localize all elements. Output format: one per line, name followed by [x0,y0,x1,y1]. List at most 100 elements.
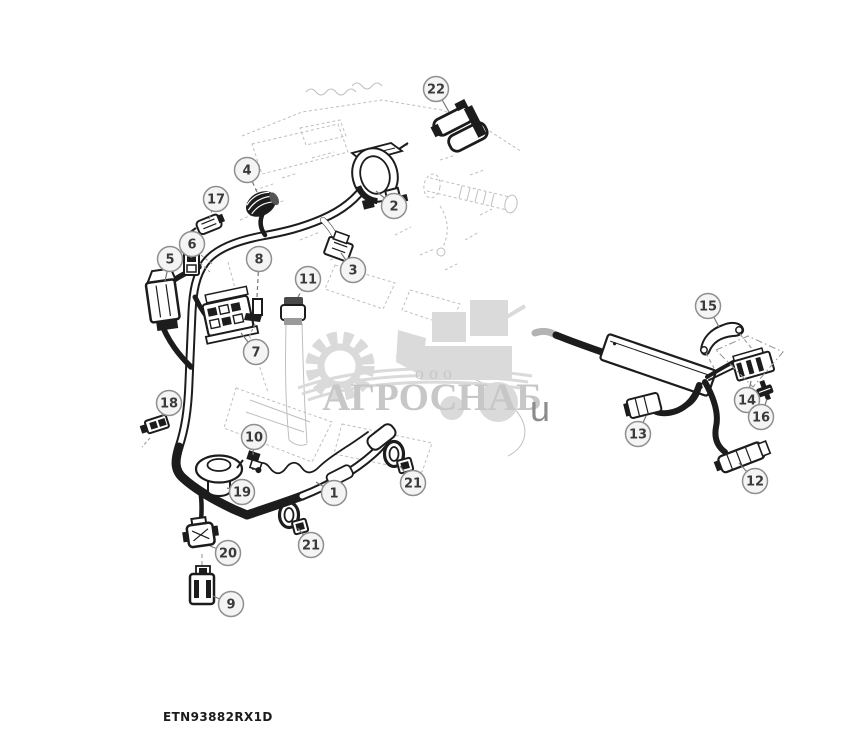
clamp-21-a [382,439,415,475]
callout-circle [228,478,256,506]
clip-8 [244,298,263,340]
connector-9 [188,565,216,606]
callout-circle [399,469,427,497]
connector-17 [188,213,226,236]
callout-11: 11 [294,265,322,298]
callout-14: 14 [733,380,761,414]
grommet-19 [194,454,244,497]
callout-number: 21 [404,477,422,492]
callout-9: 9 [212,590,245,618]
callout-circle [242,338,270,366]
callout-1: 1 [315,479,348,507]
combine-harvester-icon [395,300,527,422]
callout-number: 14 [738,394,756,409]
boot-11 [280,297,306,325]
main-harness-assembly [139,98,489,606]
callout-circle [380,192,408,220]
callout-number: 13 [629,428,647,443]
callout-22: 22 [422,75,450,113]
callout-number: 11 [299,273,317,288]
callout-16: 16 [747,398,775,431]
callout-number: 18 [160,397,178,412]
callout-number: 17 [207,193,225,208]
callout-circle [320,479,348,507]
connector-12 [713,440,772,474]
callout-circle [178,230,206,258]
callout-21: 21 [297,527,325,559]
connector-14 [731,347,775,382]
watermark-org-form: ооо [415,363,457,383]
callout-8: 8 [245,245,273,298]
connector-13 [623,392,663,419]
callout-number: 19 [233,486,251,501]
clamp-22 [430,98,489,153]
callout-number: 21 [302,539,320,554]
callout-18: 18 [155,389,183,418]
callout-circle [156,245,184,273]
callout-circle [202,185,230,213]
callout-circle [294,265,322,293]
control-module [599,333,717,397]
watermark-suffix-letter: u [530,388,550,429]
callout-12: 12 [738,462,769,495]
callout-15: 15 [694,292,722,328]
callout-number: 3 [348,264,357,279]
callout-circle [694,292,722,320]
callout-20: 20 [209,539,242,567]
monitor-harness-assembly [531,321,784,474]
callout-circle [422,75,450,103]
callout-number: 6 [187,238,196,253]
callout-number: 9 [226,598,235,613]
connector-18 [139,414,170,448]
callout-circle [214,539,242,567]
callout-circle [747,403,775,431]
callout-circle [624,420,652,448]
callout-4: 4 [233,156,261,193]
callout-6: 6 [178,230,206,259]
callout-circle [245,245,273,273]
callout-7: 7 [240,332,270,366]
callout-circle [217,590,245,618]
callout-10: 10 [240,423,268,456]
callout-circle [233,156,261,184]
callout-circle [741,467,769,495]
connector-3 [320,217,354,263]
callout-number: 22 [427,83,445,98]
callout-number: 4 [242,164,251,179]
callout-number: 2 [389,200,398,215]
drawing-number: ETN93882RX1D [163,710,273,724]
callout-circle [733,386,761,414]
callout-number: 16 [752,411,770,426]
callout-circle [297,531,325,559]
clamp-21-b [277,500,310,536]
connector-10 [236,431,369,475]
callout-17: 17 [202,185,230,220]
callout-13: 13 [624,415,652,448]
watermark-org-name: АГРОСНАБ [322,376,542,419]
callout-circle [339,256,367,284]
callout-circle [240,423,268,451]
callout-number: 10 [245,431,263,446]
callout-number: 1 [329,487,338,502]
watermark: ооо АГРОСНАБ u [297,300,550,429]
callout-number: 12 [746,475,764,490]
callout-circle [155,389,183,417]
callout-number: 5 [165,253,174,268]
clip-16 [756,379,774,401]
fuse-box-7 [192,285,260,345]
callout-number: 8 [254,253,263,268]
callout-19: 19 [226,478,256,506]
clip-6 [183,250,213,276]
callout-number: 15 [699,300,717,315]
cab-background-art [223,82,526,473]
callout-number: 20 [219,547,237,562]
connector-5 [144,264,202,370]
callout-2: 2 [375,190,408,220]
connector-4 [245,191,280,238]
callout-21: 21 [399,465,427,497]
bracket-15 [699,321,745,356]
connector-20 [182,487,219,568]
callout-3: 3 [339,252,367,284]
